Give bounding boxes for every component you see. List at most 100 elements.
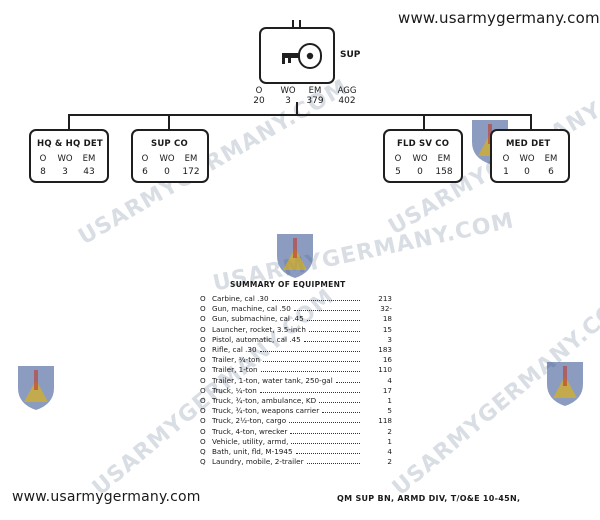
unit-stat-value: 3 [62, 167, 68, 177]
equipment-code: O [200, 436, 206, 446]
unit-name: MED DET [506, 139, 551, 149]
equipment-row: O Truck, 2½-ton, cargo 118 [200, 416, 392, 426]
unit-stat-value: 0 [417, 167, 423, 177]
equipment-row: O Trailer, ¼-ton 16 [200, 355, 392, 365]
unit-stat-label: EM [82, 154, 96, 164]
unit-stat-value: 43 [83, 167, 95, 177]
equipment-quantity: 2 [387, 426, 392, 436]
unit-stat-label: WO [159, 154, 175, 164]
shield-emblem-icon [547, 362, 583, 406]
unit-stat-label: WO [412, 154, 428, 164]
unit-stat-label: O [394, 154, 402, 164]
equipment-name: Vehicle, utility, armd, [212, 436, 289, 446]
unit-stat-value: 8 [40, 167, 46, 177]
equipment-code: O [200, 355, 206, 365]
equipment-code: O [200, 365, 206, 375]
leader-dots [260, 351, 360, 352]
unit-box-hq-det: HQ & HQ DET O WO EM 8 3 43 [29, 129, 109, 183]
equipment-code: O [200, 416, 206, 426]
leader-dots [307, 463, 360, 465]
unit-box-fld-sv-co: FLD SV CO O WO EM 5 0 158 [383, 129, 463, 183]
branch-hq-det [68, 114, 70, 140]
hq-flag-left [292, 20, 294, 28]
equipment-name: Trailer, ¼-ton [212, 355, 260, 365]
hq-stat-em-label: EM [308, 86, 322, 96]
leader-dots [289, 422, 360, 424]
equipment-quantity: 183 [378, 345, 392, 354]
equipment-name: Truck, ¼-ton [212, 385, 257, 395]
equipment-quantity: 118 [378, 416, 392, 426]
unit-stat-label: O [502, 154, 510, 164]
leader-dots [294, 310, 360, 312]
equipment-quantity: 17 [382, 385, 392, 395]
key-icon [282, 43, 322, 69]
equipment-quantity: 32- [380, 304, 392, 314]
equipment-row: O Launcher, rocket, 3.5-inch 15 [200, 325, 392, 335]
equipment-name: Truck, 2½-ton, cargo [212, 416, 287, 426]
equipment-name: Carbine, cal .30 [212, 294, 269, 303]
equipment-code: O [200, 324, 206, 334]
equipment-name: Bath, unit, fld, M-1945 [212, 447, 293, 456]
equipment-code: O [200, 334, 206, 344]
equipment-quantity: 2 [387, 457, 392, 467]
equipment-row: O Vehicle, utility, armd, 1 [200, 437, 392, 447]
leader-dots [263, 361, 360, 363]
unit-stat-value: 0 [164, 167, 170, 177]
equipment-code: Q [200, 457, 206, 467]
branch-med-det [530, 114, 532, 140]
branch-sup-co [168, 114, 170, 140]
leader-dots [260, 391, 360, 393]
leader-dots [261, 371, 360, 373]
unit-stat-value: 5 [395, 167, 401, 177]
unit-stat-label: EM [437, 154, 451, 164]
unit-name: FLD SV CO [397, 139, 450, 149]
equipment-quantity: 15 [382, 324, 392, 334]
hq-stat-o-value: 20 [253, 96, 265, 106]
hq-stat-wo-label: WO [280, 86, 296, 96]
footer-note: QM SUP BN, ARMD DIV, T/O&E 10-45N, [337, 494, 521, 503]
unit-stat-label: WO [57, 154, 73, 164]
equipment-name: Gun, machine, cal .50 [212, 304, 291, 314]
hq-stat-wo-value: 3 [285, 96, 291, 106]
equipment-quantity: 16 [382, 355, 392, 365]
unit-name: HQ & HQ DET [37, 139, 103, 149]
hq-stem [296, 102, 298, 115]
leader-dots [304, 340, 360, 342]
unit-box-med-det: MED DET O WO EM 1 0 6 [490, 129, 570, 183]
equipment-code: O [200, 375, 206, 385]
equipment-name: Truck, ¾-ton, weapons carrier [212, 406, 320, 416]
equipment-code: O [200, 396, 206, 405]
equipment-code: O [200, 314, 206, 324]
equipment-name: Trailer, 1-ton [212, 365, 258, 375]
equipment-name: Pistol, automatic, cal .45 [212, 334, 301, 344]
equipment-summary-title: SUMMARY OF EQUIPMENT [230, 280, 346, 289]
hq-unit-box [259, 27, 335, 84]
website-url-top: www.usarmygermany.com [398, 9, 600, 27]
leader-dots [309, 330, 360, 332]
hq-unit-label: SUP [340, 50, 361, 60]
equipment-name: Launcher, rocket, 3.5-inch [212, 324, 306, 334]
equipment-quantity: 18 [382, 314, 392, 324]
unit-stat-value: 158 [435, 167, 453, 177]
unit-stat-value: 6 [142, 167, 148, 177]
unit-stat-value: 0 [524, 167, 530, 177]
leader-dots [319, 402, 360, 403]
equipment-quantity: 1 [387, 436, 392, 446]
hq-stat-o-label: O [255, 86, 263, 96]
shield-emblem-icon [18, 366, 54, 410]
equipment-quantity: 5 [387, 406, 392, 416]
hq-stat-em-value: 379 [306, 96, 324, 106]
branch-fld-sv-co [423, 114, 425, 140]
equipment-quantity: 1 [387, 396, 392, 405]
unit-stat-value: 172 [182, 167, 200, 177]
equipment-name: Gun, submachine, cal .45 [212, 314, 304, 324]
